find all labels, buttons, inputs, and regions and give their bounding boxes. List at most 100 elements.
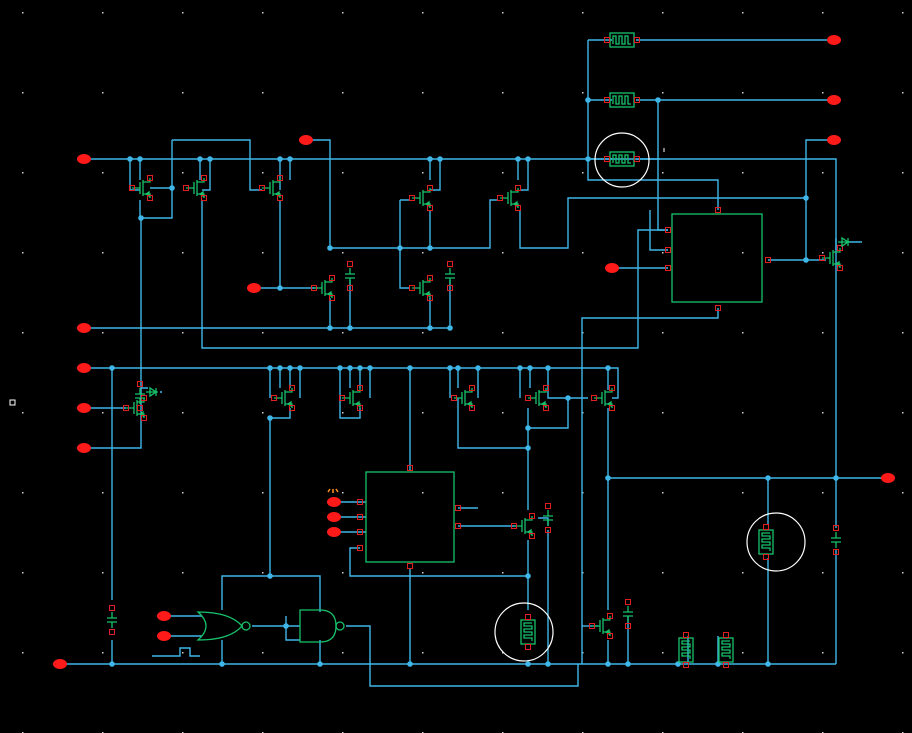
wire[interactable] [538,517,549,526]
wire[interactable] [581,308,719,664]
nmos-icon[interactable] [409,275,433,301]
diode-icon[interactable] [146,386,158,398]
port-icon[interactable] [827,35,841,45]
nmos-icon[interactable] [511,513,535,539]
pmos-icon[interactable] [409,185,433,211]
resistor-icon[interactable] [604,32,640,48]
capacitor-icon[interactable] [543,503,553,533]
port-icon[interactable] [327,497,341,507]
port-icon[interactable] [299,135,313,145]
wire[interactable] [141,387,162,393]
wire[interactable] [84,367,619,399]
wire[interactable] [527,398,569,429]
subcircuit-block-bottom[interactable] [365,471,455,563]
port-icon[interactable] [157,611,171,621]
port-icon[interactable] [327,512,341,522]
port-icon[interactable] [77,363,91,373]
selection-handle[interactable] [9,399,16,406]
nor-gate-icon[interactable] [196,611,251,641]
pmos-icon[interactable] [183,175,207,201]
nmos-icon[interactable] [311,275,335,301]
wire[interactable] [84,218,142,449]
pmos-icon[interactable] [259,175,283,201]
pmos-icon[interactable] [497,185,521,211]
wire[interactable] [457,398,528,449]
pmos-icon[interactable] [525,385,549,411]
wire[interactable] [657,100,668,231]
wire[interactable] [339,398,361,419]
wire[interactable] [172,139,262,191]
wire[interactable] [150,140,173,189]
capacitor-icon[interactable] [831,525,841,555]
nmos-icon[interactable] [819,245,843,271]
wire[interactable] [805,139,834,260]
wire[interactable] [339,368,371,398]
port-icon[interactable] [77,443,91,453]
port-icon[interactable] [827,95,841,105]
capacitor-icon[interactable] [345,261,355,291]
resistor-icon[interactable] [678,632,694,668]
port-icon[interactable] [881,473,895,483]
port-icon[interactable] [157,631,171,641]
wire[interactable] [152,647,200,657]
wire[interactable] [254,200,281,289]
wire[interactable] [84,158,837,478]
wire[interactable] [449,368,479,398]
wire[interactable] [517,159,529,191]
wire[interactable] [269,368,301,398]
grid-dot [182,252,184,254]
wire[interactable] [399,199,410,248]
pmos-icon[interactable] [339,385,363,411]
port-icon[interactable] [327,527,341,537]
pmos-icon[interactable] [591,385,615,411]
ports[interactable] [53,35,895,669]
wire[interactable] [346,625,579,687]
pmos-icon[interactable] [451,385,475,411]
nand-gate-icon[interactable] [299,609,345,643]
capacitor-icon[interactable] [623,599,633,629]
wire[interactable] [199,159,211,191]
port-icon[interactable] [77,403,91,413]
wire[interactable] [279,159,291,190]
wire[interactable] [519,368,588,399]
wire[interactable] [587,40,719,210]
nmos-icon[interactable] [589,613,613,639]
wire[interactable] [649,210,668,251]
port-icon[interactable] [827,135,841,145]
wire[interactable] [349,547,528,577]
pmos-icon[interactable] [271,385,295,411]
port-icon[interactable] [77,154,91,164]
pmos-icon[interactable] [129,175,153,201]
port-icon[interactable] [77,323,91,333]
diode-icon[interactable] [838,236,850,248]
wire[interactable] [84,298,331,329]
wire[interactable] [519,197,806,249]
resistor-icon[interactable] [758,524,774,560]
resistor-icon[interactable] [718,632,734,668]
wire[interactable] [269,408,291,576]
wire[interactable] [164,615,202,637]
resistor-icon[interactable] [520,614,536,650]
nmos-icon[interactable] [123,395,147,421]
port-icon[interactable] [605,263,619,273]
capacitor-icon[interactable] [135,381,145,411]
capacitor-icon[interactable] [445,261,455,291]
wire[interactable] [139,188,173,219]
capacitor-icon[interactable] [107,605,117,635]
port-icon[interactable] [53,659,67,669]
wire[interactable] [285,616,300,641]
wire[interactable] [221,640,321,664]
wire[interactable] [399,248,410,289]
subcircuit-block-top[interactable] [671,213,763,303]
wire[interactable] [429,159,441,191]
resistor-icon[interactable] [604,151,640,167]
pin [665,227,671,233]
wire[interactable] [221,575,321,612]
wire[interactable] [201,200,668,349]
devices[interactable] [107,32,850,668]
wire[interactable] [306,139,498,249]
port-icon[interactable] [247,283,261,293]
resistor-icon[interactable] [604,92,640,108]
wires[interactable] [60,39,888,687]
